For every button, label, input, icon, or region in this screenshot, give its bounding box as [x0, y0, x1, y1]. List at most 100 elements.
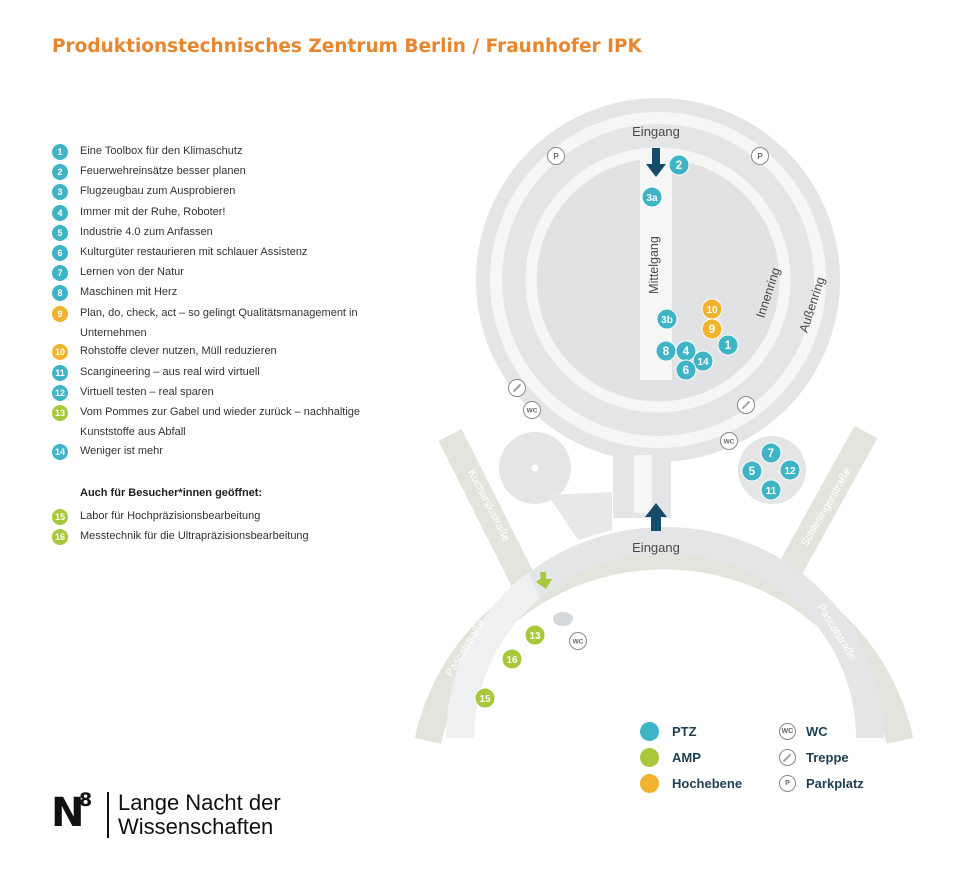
legend-item-text: Eine Toolbox für den Klimaschutz — [80, 145, 243, 157]
station-marker: 15 — [474, 687, 496, 709]
aussenring-corridor — [490, 112, 826, 448]
facility-icon-label: P — [757, 152, 763, 161]
stairs-icon — [779, 749, 796, 766]
key-parkplatz-label: Parkplatz — [806, 776, 864, 791]
pascalstrasse-road — [414, 542, 914, 744]
entrance-arrows — [536, 148, 667, 589]
stairs-icon — [508, 379, 526, 397]
legend-item-text: Vom Pommes zur Gabel und wieder zurück –… — [80, 405, 361, 439]
legend-number-badge: 8 — [52, 285, 68, 302]
logo-divider — [107, 792, 109, 838]
legend-item-text: Weniger ist mehr — [80, 444, 163, 457]
legend-item-text: Feuerwehreinsätze besser planen — [80, 165, 246, 178]
kucharskistrasse-road — [438, 429, 540, 596]
legend-number-badge: 10 — [52, 344, 68, 361]
station-marker-label: 12 — [784, 466, 796, 477]
legend-item: 2 Feuerwehreinsätze besser planen — [52, 163, 392, 183]
facility-icon-label: WC — [527, 408, 538, 415]
legend-item-text: Labor für Hochpräzisionsbearbeitung — [80, 510, 261, 522]
logo-number: 8 — [79, 789, 93, 811]
south-passage — [634, 455, 652, 513]
station-marker-label: 2 — [676, 160, 682, 172]
wc-icon: WC — [523, 401, 541, 419]
station-marker: 9 — [701, 318, 723, 340]
page-title: Produktionstechnisches Zentrum Berlin / … — [52, 36, 642, 57]
legend-number-badge: 11 — [52, 364, 68, 381]
station-marker-label: 4 — [683, 346, 690, 358]
key-treppe-label: Treppe — [806, 750, 849, 765]
station-marker-dot — [701, 318, 723, 340]
key-ptz: PTZ — [640, 722, 697, 741]
logo-line-2: Wissenschaften — [118, 814, 274, 839]
key-ptz-label: PTZ — [672, 724, 697, 739]
station-marker-dot — [741, 460, 763, 482]
entrance-arrow-top — [646, 148, 666, 177]
station-marker: 1 — [717, 334, 739, 356]
key-wc-label: WC — [806, 724, 828, 739]
station-marker-dot — [675, 359, 697, 381]
main-building — [476, 98, 840, 540]
station-marker-dot — [501, 648, 523, 670]
legend-item: 6 Kulturgüter restaurieren mit schlauer A… — [52, 244, 392, 264]
station-marker: 11 — [760, 479, 782, 501]
key-amp-label: AMP — [672, 750, 701, 765]
station-marker-label: 3b — [661, 315, 673, 326]
key-parkplatz: P Parkplatz — [779, 775, 864, 792]
amp-crescent — [446, 527, 884, 738]
legend-number-badge: 6 — [52, 244, 68, 261]
station-marker-label: 9 — [709, 324, 715, 336]
legend-item-text: Maschinen mit Herz — [80, 286, 178, 299]
amp-inner-court — [553, 612, 573, 626]
legend-number-badge: 16 — [52, 529, 68, 546]
legend-item-text: Rohstoffe clever nutzen, Müll reduzieren — [80, 345, 277, 358]
legend-item: 11 Scangineering – aus real wird virtuell — [52, 364, 392, 384]
facility-icon-label: P — [553, 152, 559, 161]
legend-item: 1 Eine Toolbox für den Klimaschutz — [52, 143, 392, 163]
legend-number-badge: 2 — [52, 164, 68, 181]
station-marker: 5 — [741, 460, 763, 482]
station-legend: 1 Eine Toolbox für den Klimaschutz 2 Feuerw… — [52, 143, 392, 463]
station-marker-dot — [656, 308, 678, 330]
station-marker-label: 7 — [768, 448, 774, 460]
stairs-icon — [737, 396, 755, 414]
entrance-label-bottom: Eingang — [632, 540, 680, 555]
station-marker: 2 — [668, 154, 690, 176]
legend-item-text: Scangineering – aus real wird virtuell — [80, 365, 260, 378]
ptz-swatch — [640, 722, 659, 741]
station-marker: 8 — [655, 340, 677, 362]
key-wc: WC WC — [779, 723, 828, 740]
station-marker-dot — [717, 334, 739, 356]
logo-line-1: Lange Nacht der — [118, 790, 281, 815]
key-amp: AMP — [640, 748, 701, 767]
wc-icon: WC — [779, 723, 796, 740]
station-marker: 10 — [701, 298, 723, 320]
key-treppe: Treppe — [779, 749, 849, 766]
station-marker-dot — [641, 186, 663, 208]
legend-number-badge: 1 — [52, 144, 68, 160]
station-marker-label: 10 — [706, 305, 718, 316]
station-marker: 16 — [501, 648, 523, 670]
amp-lab-wing — [445, 572, 540, 738]
legend-item-text: Lernen von der Natur — [80, 266, 184, 279]
station-marker-label: 11 — [766, 486, 777, 497]
amp-building — [445, 527, 884, 738]
legend-number-badge: 9 — [52, 305, 68, 322]
station-marker-label: 6 — [683, 365, 689, 377]
station-marker-label: 5 — [749, 466, 756, 478]
station-marker-label: 15 — [479, 694, 491, 705]
station-marker-label: 16 — [506, 655, 518, 666]
legend-item-text: Kulturgüter restaurieren mit schlauer As… — [80, 245, 308, 258]
